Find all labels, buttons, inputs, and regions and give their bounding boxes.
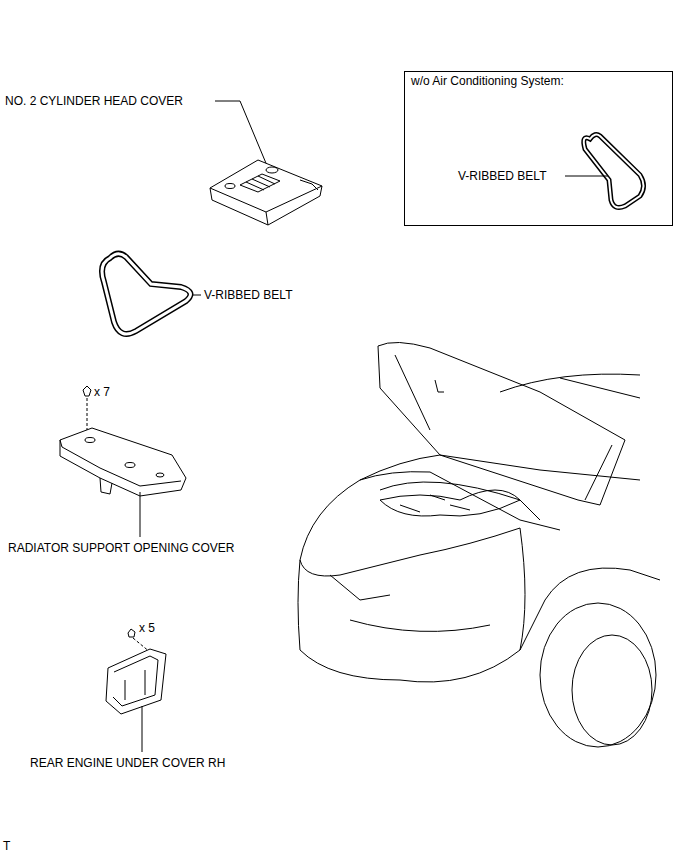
part-name: V-RIBBED BELT [458,169,546,183]
quantity-callout: x 7 [94,385,110,399]
v-ribbed-belt [102,254,201,334]
condition-box: w/o Air Conditioning System: V-RIBBED BEL… [404,71,673,226]
part-name: RADIATOR SUPPORT OPENING COVER [8,541,235,555]
leader-line [215,101,268,168]
figure-code: T [3,839,10,852]
part-name: V-RIBBED BELT [204,288,292,302]
radiator-support-cover [60,428,186,537]
vehicle-illustration [298,342,660,747]
cylinder-head-cover [210,160,322,225]
rear-engine-under-cover [106,649,166,752]
v-ribbed-belt [565,135,644,208]
part-name: REAR ENGINE UNDER COVER RH [30,756,225,770]
quantity-callout: x 5 [139,621,155,635]
condition-heading: w/o Air Conditioning System: [411,74,564,88]
part-name: NO. 2 CYLINDER HEAD COVER [5,94,183,108]
